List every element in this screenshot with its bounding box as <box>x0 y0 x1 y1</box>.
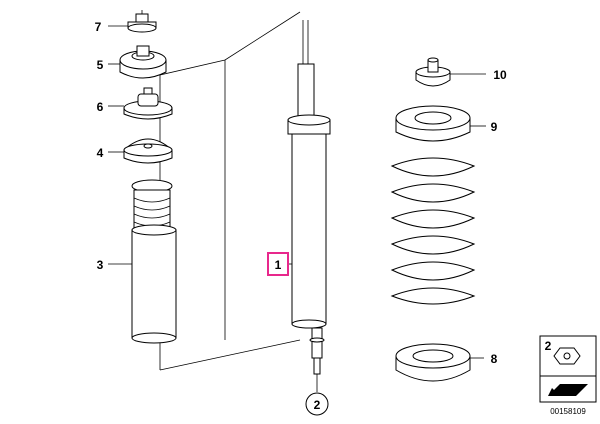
part-7 <box>127 10 157 33</box>
part-10 <box>415 57 451 87</box>
part-4 <box>123 138 173 164</box>
part-3 <box>131 179 177 344</box>
callout-1: 1 <box>275 258 282 272</box>
legend-box: 2 00158109 <box>539 335 597 416</box>
diagram-code: 00158109 <box>550 407 586 416</box>
callout-6: 6 <box>97 100 104 114</box>
callout-5: 5 <box>97 58 104 72</box>
coil-spring <box>390 157 476 305</box>
callout-2: 2 <box>314 398 321 412</box>
callout-7: 7 <box>95 20 102 34</box>
part-5 <box>119 45 167 79</box>
legend-label: 2 <box>545 339 552 353</box>
callout-1-highlight-box <box>267 252 289 276</box>
callout-3: 3 <box>97 258 104 272</box>
part-8 <box>395 343 471 382</box>
part-6 <box>123 87 173 120</box>
arrow-icon <box>548 384 588 396</box>
callout-8: 8 <box>491 352 498 366</box>
assembly-outline <box>159 11 301 370</box>
callout-9: 9 <box>491 120 498 134</box>
callout-10: 10 <box>493 68 507 82</box>
callout-2-circle <box>305 392 329 416</box>
assembly-outline-bottom <box>159 339 301 371</box>
callout-4: 4 <box>97 146 104 160</box>
part-1-shock-absorber <box>287 20 331 375</box>
part-9 <box>395 105 471 142</box>
nut-icon <box>553 347 581 365</box>
